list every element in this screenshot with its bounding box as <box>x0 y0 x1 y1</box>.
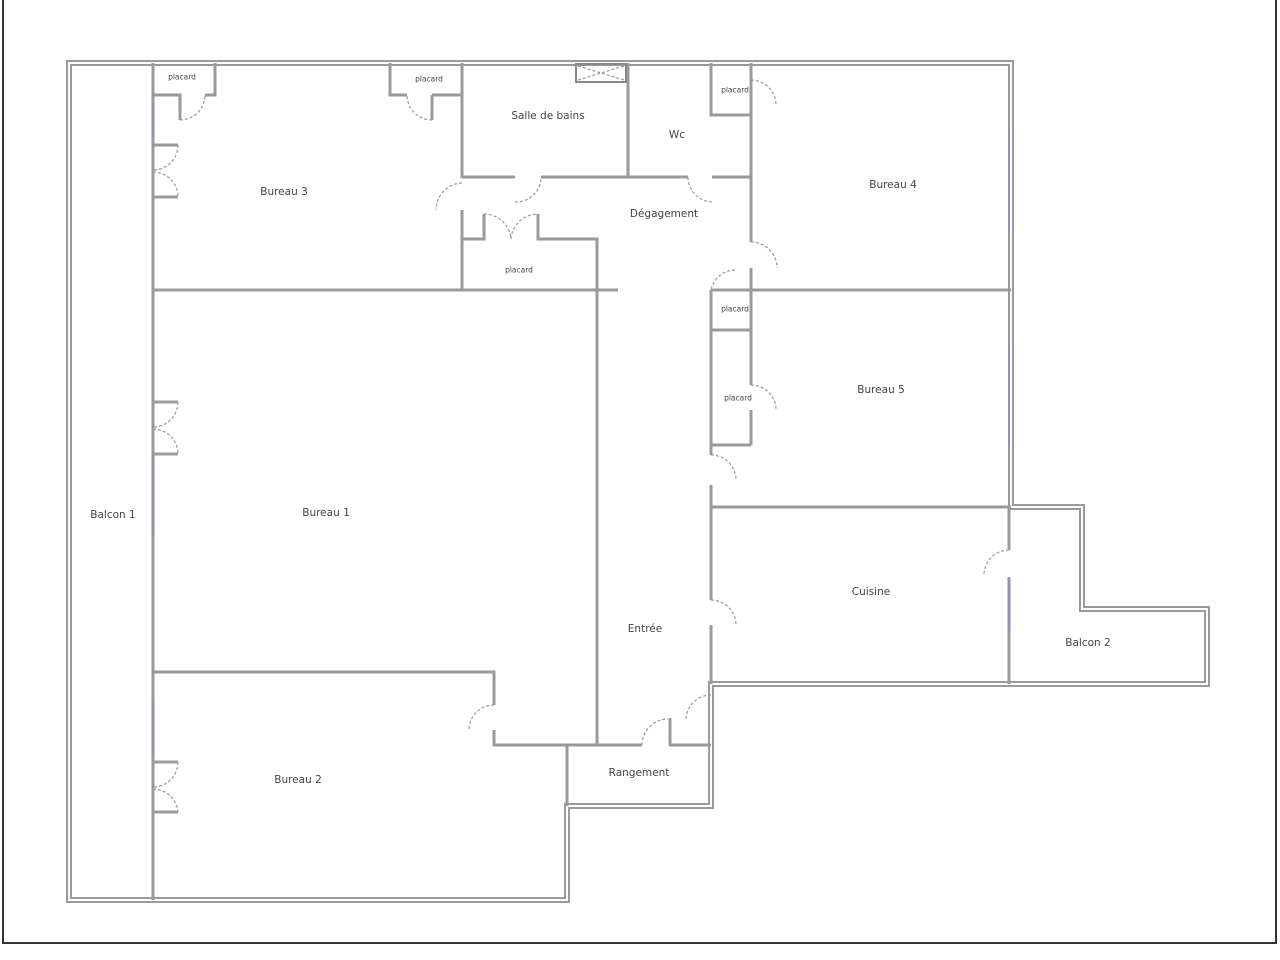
closet-label-placard-4: placard <box>505 265 533 275</box>
image-frame <box>2 0 1277 944</box>
room-label-bureau-5: Bureau 5 <box>857 384 905 396</box>
room-label-bureau-1: Bureau 1 <box>302 507 350 519</box>
room-label-entree: Entrée <box>627 623 663 635</box>
room-label-wc: Wc <box>668 129 686 141</box>
room-label-salle-de-bains: Salle de bains <box>511 110 585 122</box>
room-label-balcon-1: Balcon 1 <box>90 509 136 521</box>
room-label-degagement: Dégagement <box>629 208 699 220</box>
closet-label-placard-6: placard <box>724 393 752 403</box>
room-label-rangement: Rangement <box>608 767 670 779</box>
closet-label-placard-1: placard <box>168 72 196 82</box>
room-label-cuisine: Cuisine <box>851 586 891 598</box>
windows <box>152 100 1010 755</box>
room-label-bureau-3: Bureau 3 <box>260 186 308 198</box>
closet-label-placard-5: placard <box>721 304 749 314</box>
room-label-bureau-2: Bureau 2 <box>274 774 322 786</box>
room-label-bureau-4: Bureau 4 <box>869 179 917 191</box>
room-label-balcon-2: Balcon 2 <box>1065 637 1111 649</box>
closet-label-placard-2: placard <box>415 74 443 84</box>
door-swings <box>152 79 1010 813</box>
closet-label-placard-3: placard <box>721 85 749 95</box>
